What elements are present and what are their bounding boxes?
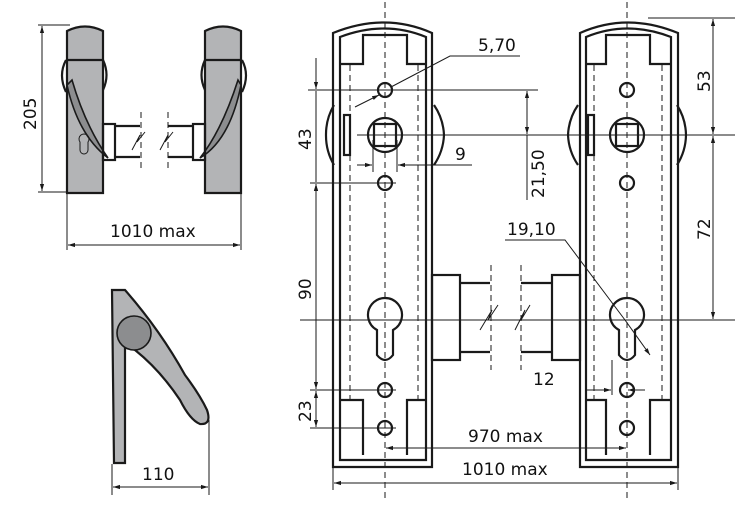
dim-cylinder-distance: 90 [296,278,316,300]
dim-cylinder-width: 12 [533,370,555,390]
dim-lever-depth: 110 [142,465,174,485]
front-view-handles: 205 1010 max [21,24,248,250]
dim-overall-width: 1010 max [462,460,548,480]
left-handle [60,25,146,195]
dim-spindle-offset: 21,50 [529,149,549,198]
dim-hole-diameter: 5,70 [478,36,516,56]
dim-hole-spacing: 43 [296,128,316,150]
side-view-lever: 110 [110,288,210,495]
dim-top-to-spindle: 53 [695,70,715,92]
plate-dimensions: 43 90 23 5,70 9 21,50 53 72 19,10 12 970… [296,17,735,490]
dim-cylinder-diameter: 19,10 [507,220,556,240]
dim-bottom-spacing: 23 [296,400,316,422]
left-backplate [324,2,446,500]
dim-front-width: 1010 max [110,222,196,242]
cylinder-extension [300,265,735,370]
dim-spindle-to-cylinder: 72 [695,218,715,240]
dim-handle-height: 205 [21,98,41,130]
right-handle [159,25,248,195]
dim-inner-distance: 970 max [468,427,543,447]
dim-square-spindle: 9 [455,145,466,165]
right-backplate [566,2,688,500]
